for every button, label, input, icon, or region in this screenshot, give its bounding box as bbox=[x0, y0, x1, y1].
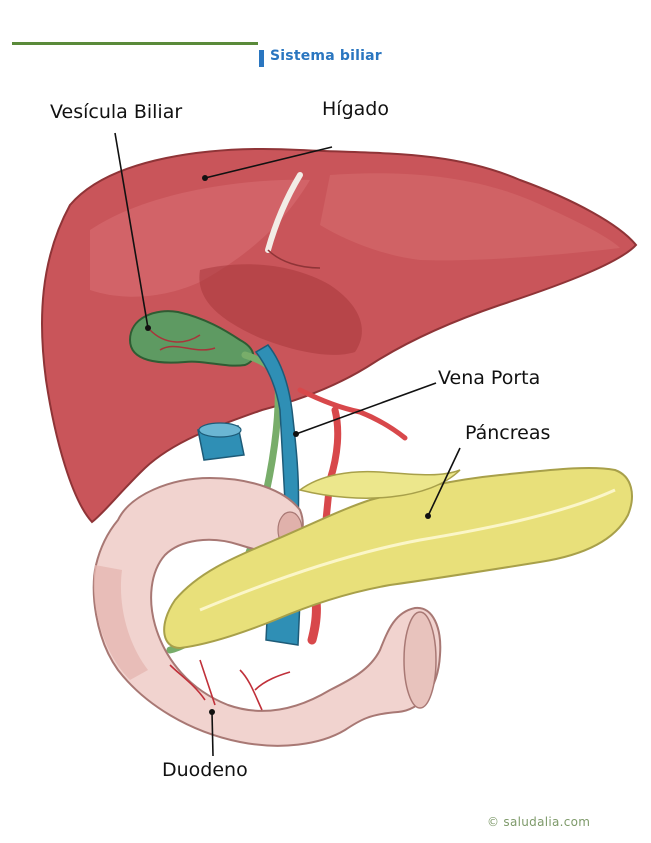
credit-text: © saludalia.com bbox=[487, 815, 590, 829]
label-vesicula-biliar: Vesícula Biliar bbox=[50, 101, 182, 123]
label-pancreas: Páncreas bbox=[465, 422, 550, 444]
label-duodeno: Duodeno bbox=[162, 759, 248, 781]
label-vena-porta: Vena Porta bbox=[438, 367, 540, 389]
leader-duodeno bbox=[212, 712, 213, 756]
label-higado: Hígado bbox=[322, 98, 389, 120]
